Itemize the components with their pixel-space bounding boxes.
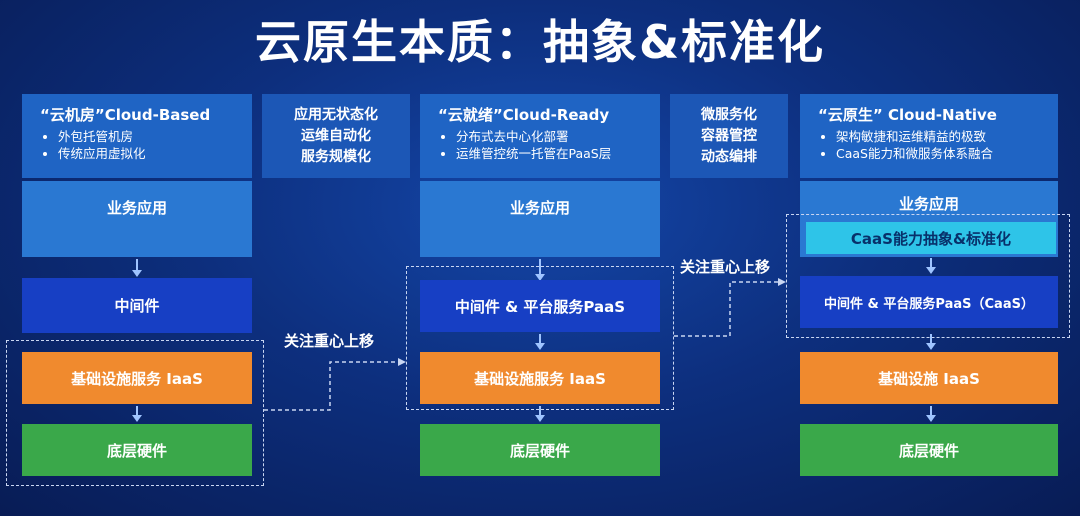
page-title: 云原生本质：抽象&标准化 [254, 15, 826, 69]
transition-line: 运维自动化 [301, 127, 371, 144]
bullet-item: 运维管控统一托管在PaaS层 [456, 145, 650, 162]
layer-iaas: 基础设施服务 IaaS [420, 352, 660, 404]
down-arrow-icon [535, 406, 545, 422]
bullet-item: 外包托管机房 [58, 128, 242, 145]
layer-caas: CaaS能力抽象&标准化 [806, 222, 1056, 254]
column-header-cloud-native: “云原生” Cloud-Native 架构敏捷和运维精益的极致 CaaS能力和微… [800, 94, 1058, 178]
column-title: “云就绪”Cloud-Ready [438, 106, 610, 124]
layer-business-app: 业务应用 [420, 181, 660, 257]
shift-label-2: 关注重心上移 [680, 258, 771, 276]
layer-middleware-paas: 中间件 & 平台服务PaaS [420, 280, 660, 332]
down-arrow-icon [132, 406, 142, 422]
layer-middleware-caas: 中间件 & 平台服务PaaS（CaaS） [800, 276, 1058, 328]
down-arrow-icon [926, 258, 936, 274]
layer-hardware: 底层硬件 [420, 424, 660, 476]
down-arrow-icon [535, 334, 545, 350]
down-arrow-icon [535, 259, 545, 281]
transition-line: 微服务化 [701, 106, 757, 123]
bullet-item: 分布式去中心化部署 [456, 128, 650, 145]
down-arrow-icon [926, 406, 936, 422]
layer-iaas: 基础设施 IaaS [800, 352, 1058, 404]
transition-line: 应用无状态化 [294, 106, 378, 123]
shift-connector-2 [674, 281, 780, 337]
dashed-focus-frame [786, 214, 1070, 338]
shift-arrow-head-icon [778, 278, 786, 286]
shift-connector-1 [264, 361, 400, 411]
layer-business-app: 业务应用 [22, 181, 252, 257]
transition-box-2: 微服务化 容器管控 动态编排 [670, 94, 788, 178]
bullet-item: 架构敏捷和运维精益的极致 [836, 128, 1048, 145]
transition-line: 服务规模化 [301, 148, 371, 165]
down-arrow-icon [926, 334, 936, 350]
bullet-item: 传统应用虚拟化 [58, 145, 242, 162]
transition-box-1: 应用无状态化 运维自动化 服务规模化 [262, 94, 410, 178]
transition-line: 容器管控 [701, 127, 757, 144]
column-title: “云机房”Cloud-Based [40, 106, 211, 124]
layer-hardware: 底层硬件 [22, 424, 252, 476]
transition-line: 动态编排 [701, 148, 757, 165]
down-arrow-icon [132, 259, 142, 277]
column-title: “云原生” Cloud-Native [818, 106, 997, 124]
column-header-cloud-based: “云机房”Cloud-Based 外包托管机房 传统应用虚拟化 [22, 94, 252, 178]
dashed-focus-frame [6, 340, 264, 486]
layer-hardware: 底层硬件 [800, 424, 1058, 476]
layer-iaas: 基础设施服务 IaaS [22, 352, 252, 404]
shift-arrow-head-icon [398, 358, 406, 366]
shift-label-1: 关注重心上移 [284, 332, 375, 350]
bullet-item: CaaS能力和微服务体系融合 [836, 145, 1048, 162]
layer-middleware: 中间件 [22, 278, 252, 333]
column-header-cloud-ready: “云就绪”Cloud-Ready 分布式去中心化部署 运维管控统一托管在PaaS… [420, 94, 660, 178]
